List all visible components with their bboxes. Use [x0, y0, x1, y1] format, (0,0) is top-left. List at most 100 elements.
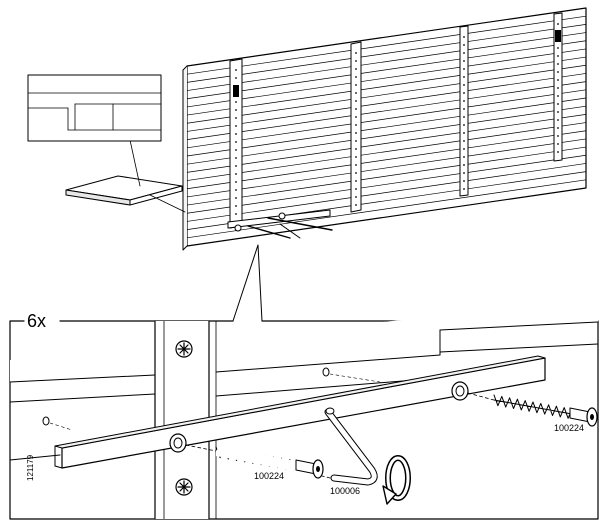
wall-hole — [322, 367, 330, 377]
strip-hole — [463, 156, 465, 158]
strip-hole — [463, 164, 465, 166]
strip-hole — [235, 149, 237, 151]
screw-head-icon — [175, 340, 193, 358]
slatted-panel — [182, 7, 587, 251]
strip-hole — [557, 111, 559, 113]
strip-hole — [463, 60, 465, 62]
strip-hole — [355, 188, 357, 190]
strip-hole — [463, 92, 465, 94]
strip-hole — [355, 132, 357, 134]
strip-hole — [235, 205, 237, 207]
loose-board — [65, 175, 183, 206]
slat-line — [186, 24, 587, 83]
strip-hole — [235, 197, 237, 199]
wall-slat-edge — [9, 374, 156, 383]
callout-leader — [149, 194, 186, 213]
vertical-support-strip — [155, 321, 209, 519]
support-strip-3 — [459, 25, 469, 197]
strip-hole — [355, 140, 357, 142]
strip-hole — [235, 109, 237, 111]
callout-leader — [129, 139, 141, 187]
strip-hole — [557, 135, 559, 137]
detail-panel — [9, 300, 599, 520]
strip-bracket — [555, 30, 561, 42]
strip-hole — [463, 84, 465, 86]
strip-hole — [557, 55, 559, 57]
allen-key — [321, 407, 378, 486]
strip-hole — [235, 213, 237, 215]
wood-screw-left — [185, 444, 324, 479]
strip-hole — [355, 68, 357, 70]
screw-small — [267, 217, 333, 231]
slat-line — [186, 64, 587, 124]
strip-hole — [557, 23, 559, 25]
strip-hole — [355, 108, 357, 110]
strip-hole — [557, 39, 559, 41]
strip-hole — [235, 141, 237, 143]
slatted-panel-left-end — [182, 65, 188, 251]
strip-hole — [235, 157, 237, 159]
strip-hole — [463, 132, 465, 134]
slat-line — [186, 163, 587, 222]
strip-hole — [235, 173, 237, 175]
slat-line — [186, 114, 587, 173]
strip-hole — [557, 87, 559, 89]
strip-hole — [463, 76, 465, 78]
wall-rail-small — [227, 209, 331, 229]
guide-line — [329, 373, 381, 383]
guide-line — [49, 422, 73, 431]
strip-hole — [557, 127, 559, 129]
wall-slat-edge — [215, 354, 441, 373]
strip-hole — [235, 101, 237, 103]
strip-hole — [557, 119, 559, 121]
detail-callout-box — [27, 74, 162, 142]
strip-hole — [355, 124, 357, 126]
quantity-label: 6x — [27, 311, 46, 331]
slat-line — [186, 138, 587, 198]
support-strip-1 — [229, 58, 243, 229]
strip-hole — [463, 108, 465, 110]
strip-hole — [463, 44, 465, 46]
strip-hole — [355, 148, 357, 150]
wall-slat-edge — [439, 321, 599, 331]
wall-slat-edge — [9, 454, 61, 461]
strip-hole — [355, 60, 357, 62]
strip-hole — [235, 85, 237, 87]
strip-hole — [355, 180, 357, 182]
strip-hole — [355, 196, 357, 198]
strip-hole — [235, 133, 237, 135]
slat-line — [186, 97, 587, 157]
strip-hole — [235, 189, 237, 191]
support-strip-2 — [350, 41, 362, 213]
strip-hole — [235, 165, 237, 167]
wall-slat-edge — [439, 343, 599, 353]
slat-line — [186, 81, 587, 140]
strip-hole — [355, 76, 357, 78]
slat-line — [186, 40, 587, 100]
article-number: 121179 — [26, 454, 35, 481]
part-code-screw-left: 100224 — [254, 471, 284, 481]
screw-small — [247, 225, 291, 239]
strip-hole — [355, 172, 357, 174]
wall-rail — [54, 355, 546, 469]
strip-hole — [463, 52, 465, 54]
support-strip-4 — [553, 12, 563, 162]
strip-holes — [235, 23, 559, 223]
strip-hole — [557, 47, 559, 49]
strip-hole — [355, 84, 357, 86]
strip-hole — [463, 116, 465, 118]
slat-line — [186, 146, 587, 206]
strip-hole — [355, 116, 357, 118]
strip-hole — [557, 103, 559, 105]
slat-line — [186, 56, 587, 116]
slat-line — [186, 48, 587, 108]
slat-line — [186, 89, 587, 149]
strip-hole — [355, 204, 357, 206]
strip-hole — [557, 143, 559, 145]
screw-head-small — [234, 224, 242, 232]
strip-hole — [235, 77, 237, 79]
strip-hole — [355, 52, 357, 54]
allen-key-small — [279, 223, 301, 239]
strip-hole — [463, 188, 465, 190]
